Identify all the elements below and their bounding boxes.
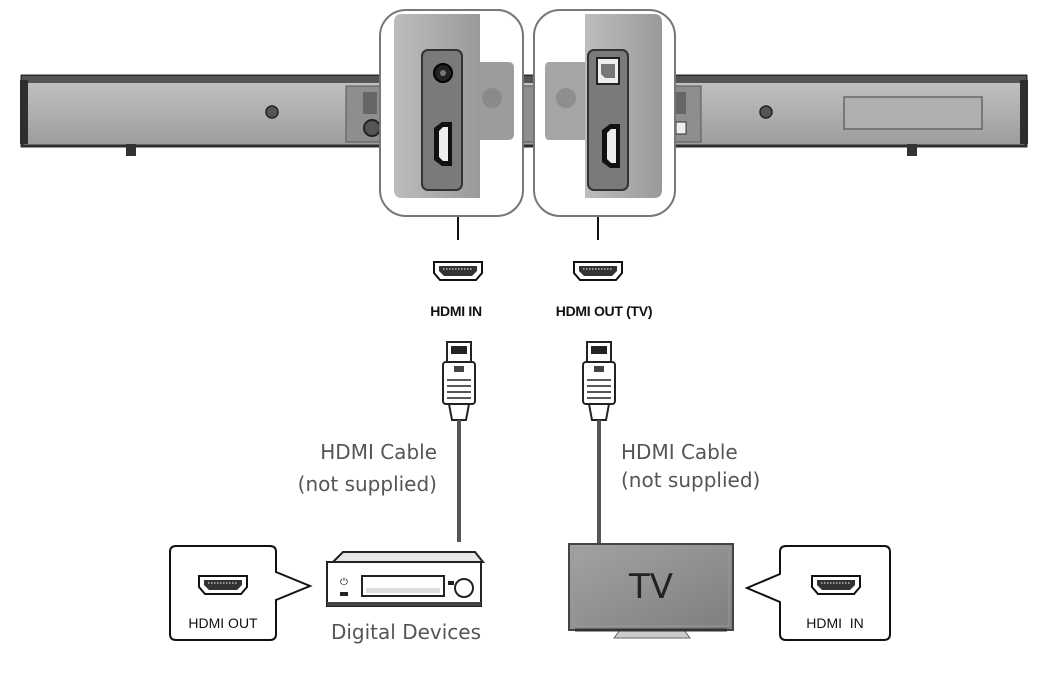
device-hdmi-port-icon [198,575,248,595]
label-hdmi-in: HDMI IN [430,303,482,319]
soundbar-label-plate [843,96,983,130]
tv: TV [568,543,734,639]
callout-tv-hdmi-in: HDMI IN [744,545,891,641]
cable-label-left-line2: (not supplied) [298,472,437,496]
cable-label-right-line1: HDMI Cable [621,440,738,464]
soundbar-left-cap [20,80,28,144]
hdmi-port-icon-left [433,261,483,281]
hdmi-plug-left [442,341,476,421]
label-hdmi-out-tv: HDMI OUT (TV) [556,303,652,319]
hdmi-in-port-icon [434,122,452,166]
panel-hole-icon [482,88,502,108]
soundbar-foot-right [907,144,917,156]
callout-device-hdmi-out: HDMI OUT [169,545,313,641]
digital-device-player: ⏻ [326,551,486,607]
hdmi-port-icon-right [573,261,623,281]
tv-hdmi-port-icon [811,575,861,595]
label-digital-devices: Digital Devices [331,620,481,644]
screw-left-icon [265,105,279,119]
label-device-hdmi-out: HDMI OUT [188,615,258,631]
tv-screen [568,543,734,631]
tv-screen-label: TV [628,567,673,607]
power-jack-icon [363,119,381,137]
callout-hdmi-out [533,9,676,217]
power-symbol-icon: ⏻ [340,577,348,588]
cable-label-left-line1: HDMI Cable [320,440,437,464]
rear-panel-switch [675,121,687,135]
vent-grille-right [674,92,686,114]
vent-grille-left [363,92,377,114]
callout-hdmi-in [379,9,524,217]
label-tv-hdmi-in: HDMI IN [806,615,864,631]
hdmi-out-port-icon [602,124,620,168]
hdmi-plug-right [582,341,616,421]
panel-hole-icon [556,88,576,108]
soundbar-right-cap [1020,80,1028,144]
screw-right-icon [759,105,773,119]
cable-label-right-line2: (not supplied) [621,468,760,492]
player-knob-icon [454,578,474,598]
soundbar-foot-left [126,144,136,156]
